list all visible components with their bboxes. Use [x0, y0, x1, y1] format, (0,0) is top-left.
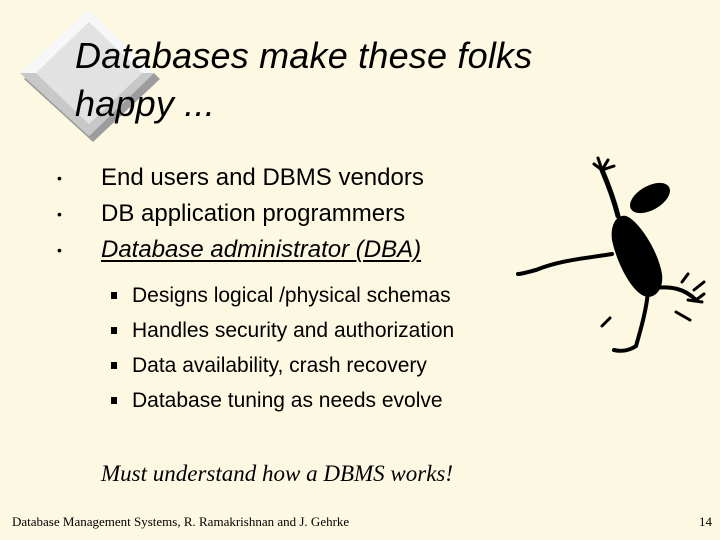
bullet-item-db-programmers: • DB application programmers: [0, 196, 720, 232]
tagline: Must understand how a DBMS works!: [101, 461, 454, 486]
bullet-dot-icon: •: [57, 242, 62, 258]
square-bullet-icon: [111, 292, 117, 299]
sub-bullet-item: Handles security and authorization: [0, 313, 720, 348]
sub-bullet-text: Handles security and authorization: [132, 319, 455, 342]
slide-title: Databases make these folks happy ...: [75, 35, 533, 124]
sub-bullet-item: Designs logical /physical schemas: [0, 278, 720, 313]
happy-dancing-person-icon: [516, 156, 706, 353]
sub-bullet-text: Designs logical /physical schemas: [132, 284, 451, 307]
diamond-logo-icon: [20, 10, 160, 142]
sub-bullet-text: Database tuning as needs evolve: [132, 389, 443, 412]
sub-bullet-list: Designs logical /physical schemas Handle…: [0, 278, 720, 418]
square-bullet-icon: [111, 327, 117, 334]
bullet-dot-icon: •: [57, 206, 62, 222]
sub-bullet-item: Data availability, crash recovery: [0, 348, 720, 383]
square-bullet-icon: [111, 362, 117, 369]
bullet-list: • End users and DBMS vendors • DB applic…: [0, 160, 720, 268]
footer-credit: Database Management Systems, R. Ramakris…: [12, 514, 350, 529]
bullet-item-end-users: • End users and DBMS vendors: [0, 160, 720, 196]
sub-bullet-item: Database tuning as needs evolve: [0, 383, 720, 418]
bullet-dot-icon: •: [57, 170, 62, 186]
sub-bullet-text: Data availability, crash recovery: [132, 354, 427, 377]
bullet-text: End users and DBMS vendors: [101, 164, 424, 191]
bullet-text: Database administrator (DBA): [101, 236, 422, 263]
bullet-text: DB application programmers: [101, 200, 406, 227]
square-bullet-icon: [111, 397, 117, 404]
page-number: 14: [699, 514, 712, 529]
bullet-item-dba: • Database administrator (DBA): [0, 232, 720, 268]
